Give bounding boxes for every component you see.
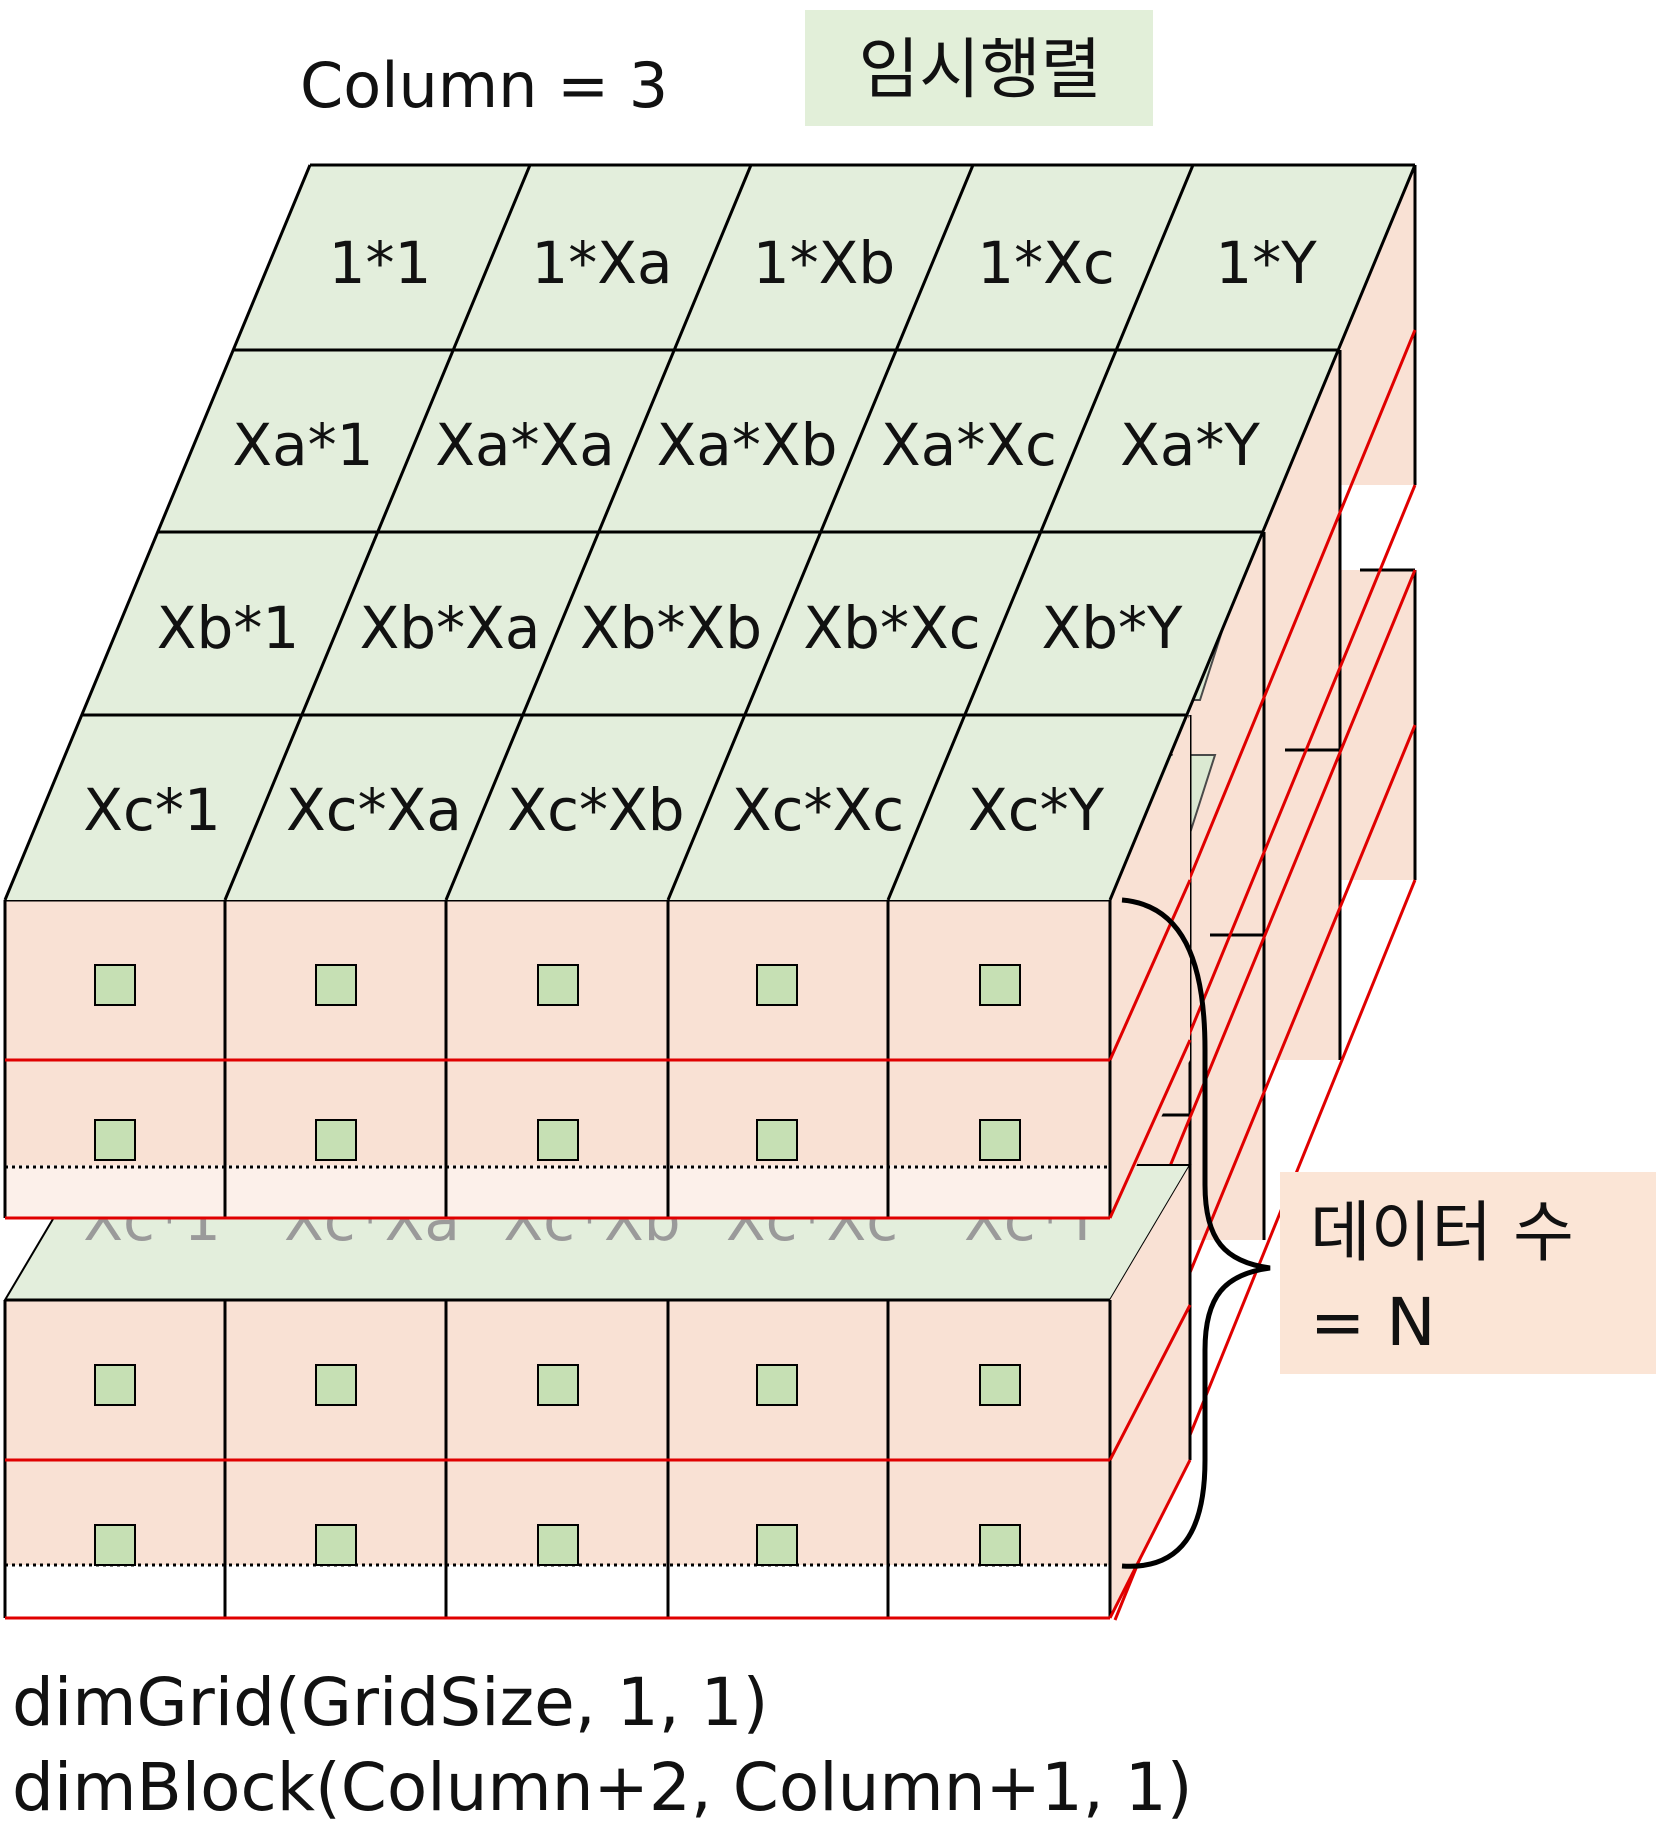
data-count-line1: 데이터 수 <box>1310 1194 1574 1271</box>
lower-white-strip <box>5 1565 1110 1618</box>
cell-2-3: Xb*Xc <box>803 594 980 662</box>
cell-3-1: Xc*Xa <box>286 776 462 844</box>
cell-1-2: Xa*Xb <box>657 411 838 479</box>
cell-2-2: Xb*Xb <box>580 594 762 662</box>
temp-matrix-badge-bg <box>805 10 1153 126</box>
cell-1-3: Xa*Xc <box>881 411 1057 479</box>
top-grid <box>3 163 1417 901</box>
cell-3-3: Xc*Xc <box>732 776 904 844</box>
cell-0-0: 1*1 <box>329 229 432 297</box>
curly-brace <box>1121 897 1271 1569</box>
cell-0-3: 1*Xc <box>977 229 1115 297</box>
cell-3-0: Xc*1 <box>83 776 221 844</box>
dim-grid-text: dimGrid(GridSize, 1, 1) <box>12 1664 768 1741</box>
lower-right-face <box>1110 1165 1190 1618</box>
dim-block-text: dimBlock(Column+2, Column+1, 1) <box>12 1749 1193 1826</box>
cell-1-4: Xa*Y <box>1120 411 1260 479</box>
cell-3-4: Xc*Y <box>968 776 1105 844</box>
top-slab-front <box>3 715 1192 1220</box>
column-label: Column = 3 <box>300 49 668 122</box>
cell-0-2: 1*Xb <box>753 229 895 297</box>
temp-matrix-label: 임시행렬 <box>859 31 1102 108</box>
cell-1-1: Xa*Xa <box>435 411 615 479</box>
cell-2-4: Xb*Y <box>1042 594 1184 662</box>
cell-2-1: Xb*Xa <box>360 594 541 662</box>
top-grid-labels: 1*1 1*Xa 1*Xb 1*Xc 1*Y Xa*1 Xa*Xa Xa*Xb … <box>83 229 1317 844</box>
cell-3-2: Xc*Xb <box>507 776 684 844</box>
cell-0-1: 1*Xa <box>531 229 672 297</box>
cell-1-0: Xa*1 <box>232 411 373 479</box>
cell-2-0: Xb*1 <box>157 594 299 662</box>
data-count-box <box>1280 1172 1656 1374</box>
cell-0-4: 1*Y <box>1215 229 1317 297</box>
data-count-line2: = N <box>1310 1284 1436 1361</box>
lower-layer: Xc*1 Xc*Xa Xc*Xb Xc*Xc Xc*Y <box>3 1160 1192 1620</box>
